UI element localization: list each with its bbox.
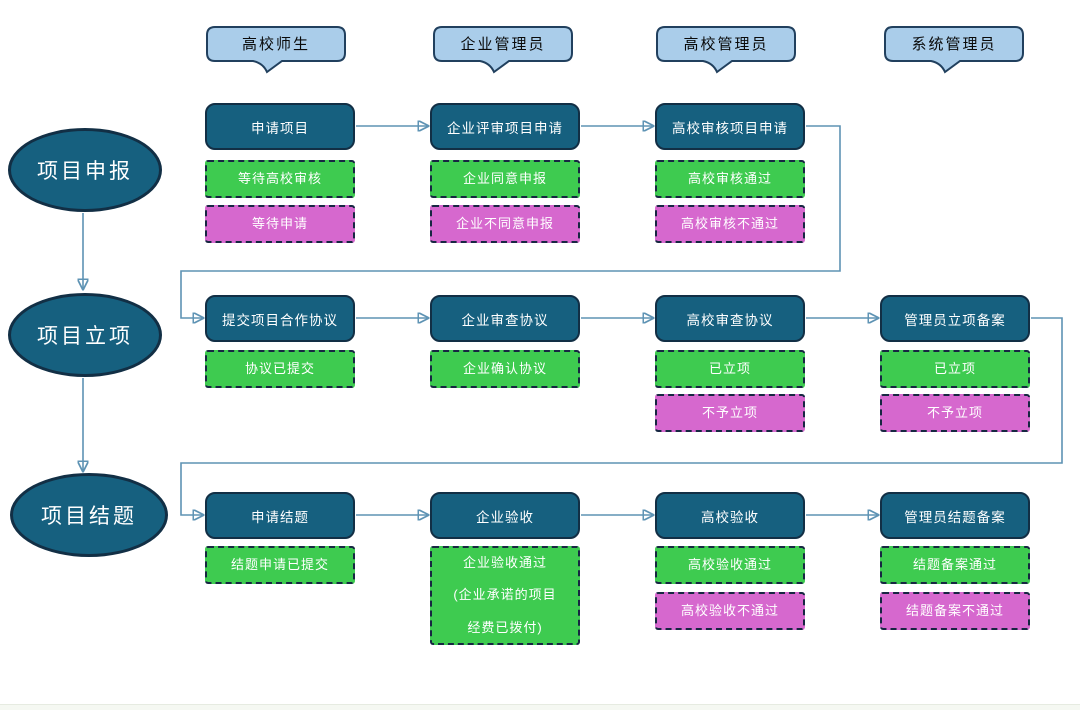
status-badge-negative: 结题备案不通过	[880, 592, 1030, 630]
status-badge-positive: 高校审核通过	[655, 160, 805, 198]
stage-ellipse-declare: 项目申报	[8, 128, 162, 212]
status-badge-positive: 结题申请已提交	[205, 546, 355, 584]
flow-node-apply-close: 申请结题	[205, 492, 355, 539]
status-badge-positive: 企业验收通过 (企业承诺的项目 经费已拨付)	[430, 546, 580, 645]
stage-ellipse-close: 项目结题	[10, 473, 168, 557]
status-badge-positive: 高校验收通过	[655, 546, 805, 584]
status-badge-positive: 已立项	[880, 350, 1030, 388]
role-header-company-admin: 企业管理员	[433, 26, 573, 76]
role-header-school-admin: 高校管理员	[656, 26, 796, 76]
flow-node-submit-agreement: 提交项目合作协议	[205, 295, 355, 342]
flow-node-school-acceptance: 高校验收	[655, 492, 805, 539]
role-header-label: 系统管理员	[911, 36, 997, 53]
status-badge-negative: 不予立项	[655, 394, 805, 432]
status-badge-positive: 企业同意申报	[430, 160, 580, 198]
role-header-students: 高校师生	[206, 26, 346, 76]
connector-row2-to-row3	[180, 317, 1063, 515]
banner-shape-icon	[656, 26, 796, 74]
flow-node-admin-close-record: 管理员结题备案	[880, 492, 1030, 539]
banner-shape-icon	[433, 26, 573, 74]
flow-node-apply-project: 申请项目	[205, 103, 355, 150]
flow-node-school-audit: 高校审核项目申请	[655, 103, 805, 150]
flow-node-company-review: 企业评审项目申请	[430, 103, 580, 150]
status-badge-positive: 协议已提交	[205, 350, 355, 388]
flow-node-admin-approve-record: 管理员立项备案	[880, 295, 1030, 342]
status-badge-negative: 高校验收不通过	[655, 592, 805, 630]
status-badge-negative: 高校审核不通过	[655, 205, 805, 243]
stage-ellipse-approve: 项目立项	[8, 293, 162, 377]
connector-row1-to-row2	[180, 125, 841, 318]
role-header-label: 高校管理员	[683, 36, 769, 53]
flow-node-company-acceptance: 企业验收	[430, 492, 580, 539]
banner-shape-icon	[884, 26, 1024, 74]
role-header-label: 高校师生	[241, 36, 310, 53]
status-badge-positive: 结题备案通过	[880, 546, 1030, 584]
flow-node-school-check-agreement: 高校审查协议	[655, 295, 805, 342]
status-badge-positive: 企业确认协议	[430, 350, 580, 388]
role-header-label: 企业管理员	[460, 36, 546, 53]
status-badge-positive: 等待高校审核	[205, 160, 355, 198]
banner-shape-icon	[206, 26, 346, 74]
status-badge-positive: 已立项	[655, 350, 805, 388]
status-badge-negative: 企业不同意申报	[430, 205, 580, 243]
bottom-divider	[0, 704, 1080, 710]
status-badge-negative: 不予立项	[880, 394, 1030, 432]
flow-node-company-check-agreement: 企业审查协议	[430, 295, 580, 342]
status-badge-negative: 等待申请	[205, 205, 355, 243]
role-header-system-admin: 系统管理员	[884, 26, 1024, 76]
